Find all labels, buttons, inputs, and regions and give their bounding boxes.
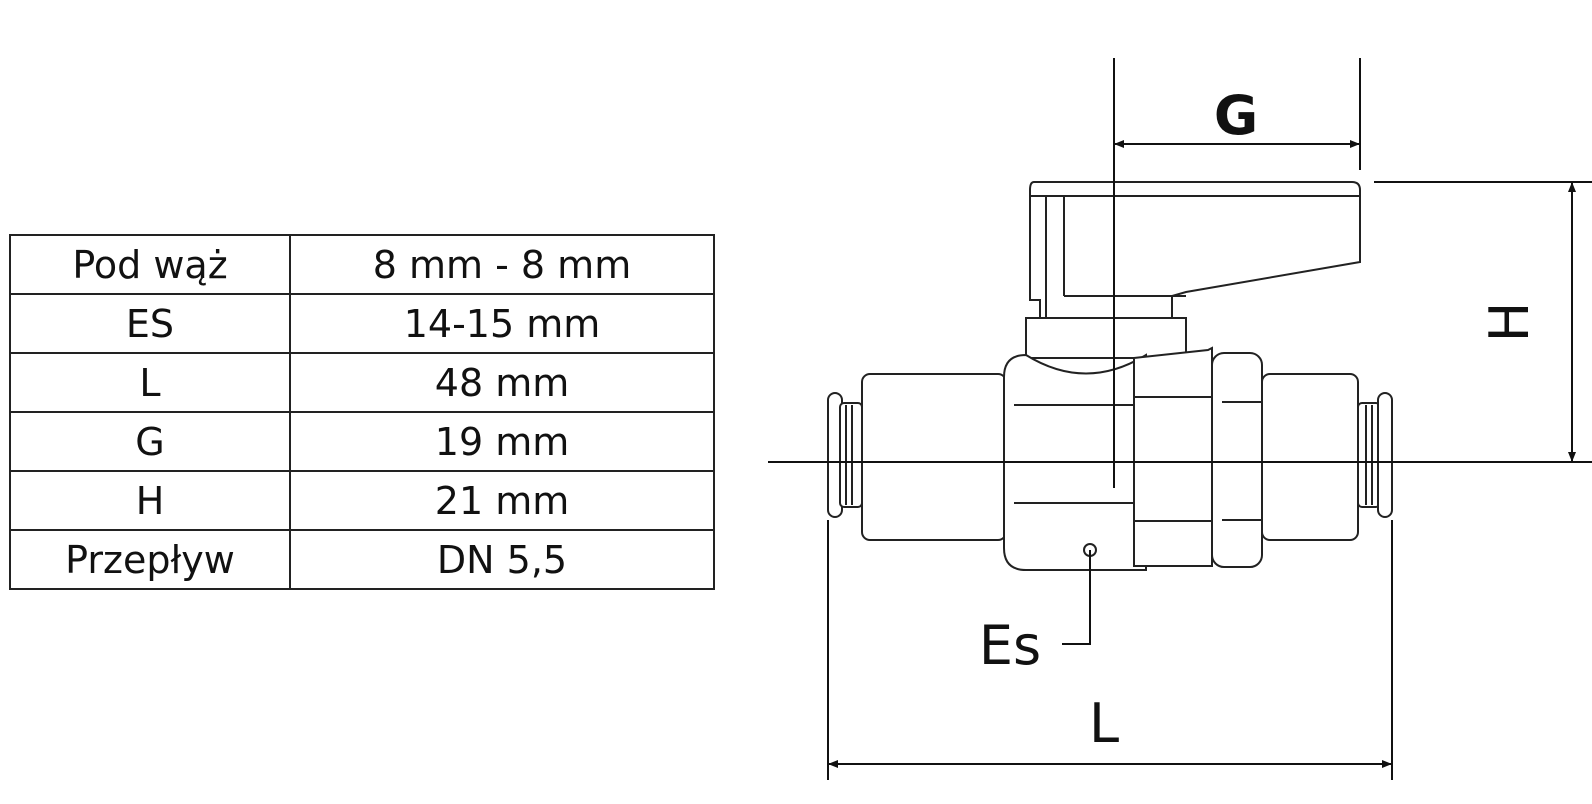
table-row: L 48 mm <box>9 352 715 413</box>
param-name: G <box>9 411 291 472</box>
right-tube-body <box>1261 373 1359 541</box>
dimension-label-es: Es <box>979 614 1041 677</box>
table-row: ES 14-15 mm <box>9 293 715 354</box>
param-value: 8 mm - 8 mm <box>289 234 715 295</box>
valve-body <box>827 181 1393 571</box>
param-value: DN 5,5 <box>289 529 715 590</box>
table-row: Pod wąż 8 mm - 8 mm <box>9 234 715 295</box>
param-value: 48 mm <box>289 352 715 413</box>
table-row: Przepływ DN 5,5 <box>9 529 715 590</box>
stem <box>1025 317 1187 359</box>
dimension-label-l: L <box>1089 692 1119 755</box>
param-name: H <box>9 470 291 531</box>
param-value: 19 mm <box>289 411 715 472</box>
right-hex-nut <box>1211 352 1263 568</box>
param-value: 21 mm <box>289 470 715 531</box>
table-row: G 19 mm <box>9 411 715 472</box>
table-row: H 21 mm <box>9 470 715 531</box>
dimension-label-g: G <box>1214 84 1258 147</box>
param-name: L <box>9 352 291 413</box>
param-name: ES <box>9 293 291 354</box>
lock-nut <box>1133 346 1213 567</box>
param-name: Pod wąż <box>9 234 291 295</box>
spec-table: Pod wąż 8 mm - 8 mm ES 14-15 mm L 48 mm … <box>9 234 715 590</box>
right-collet-ring <box>1377 392 1393 518</box>
es-leader <box>1062 550 1091 645</box>
handle-lever <box>1029 181 1361 319</box>
left-tube-body <box>861 373 1007 541</box>
param-name: Przepływ <box>9 529 291 590</box>
dimension-label-h: H <box>1478 302 1541 343</box>
param-value: 14-15 mm <box>289 293 715 354</box>
right-collet <box>1357 402 1381 508</box>
dimension-lines <box>768 58 1592 780</box>
